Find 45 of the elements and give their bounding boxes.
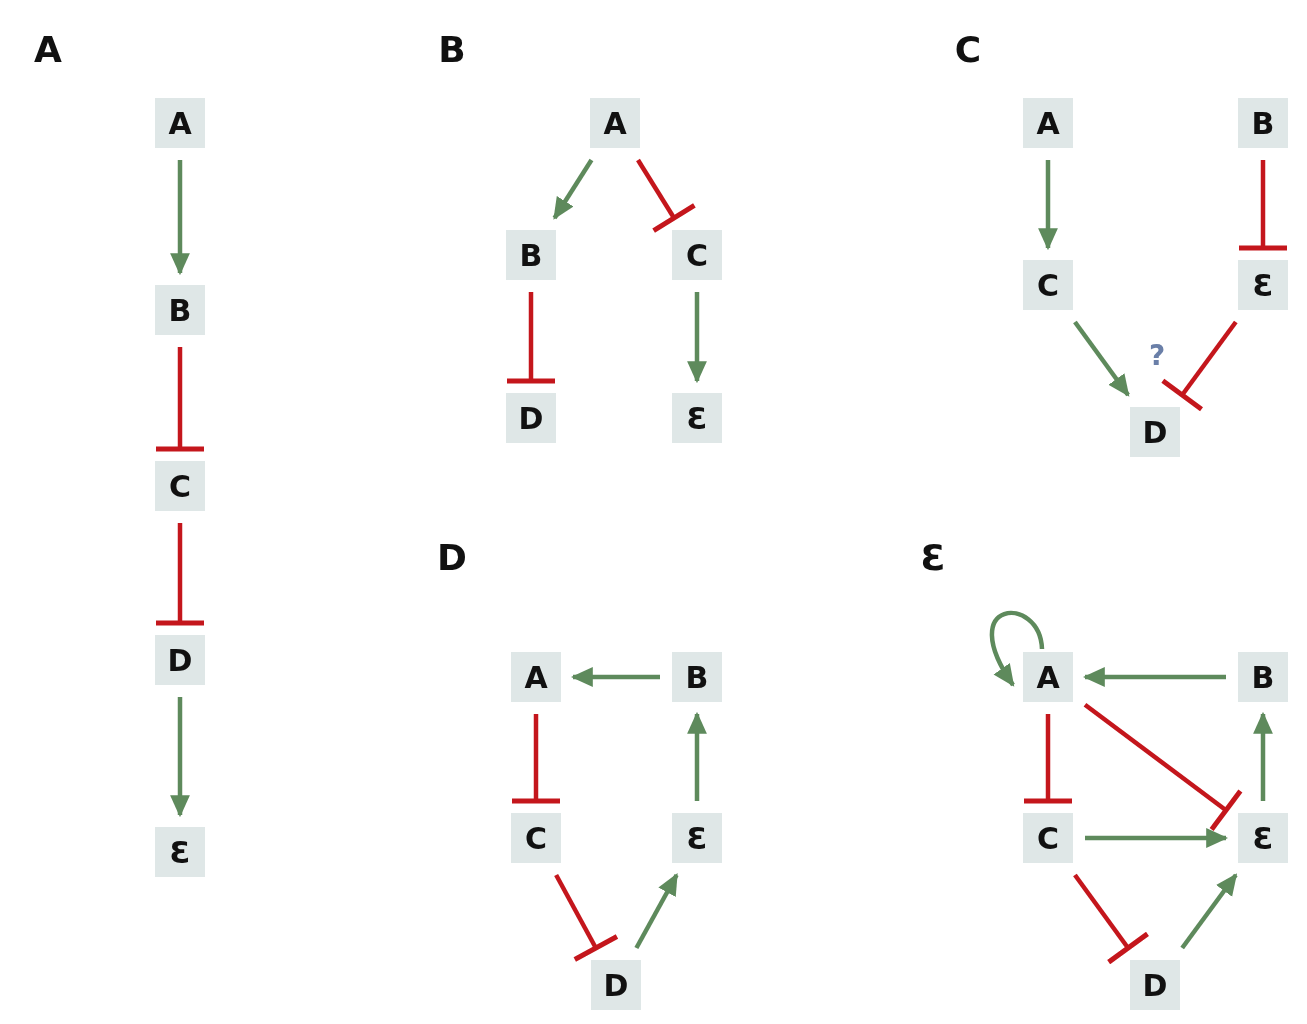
panel-label: Ɛ <box>920 540 946 576</box>
activation-arrow <box>170 160 190 276</box>
activation-arrow <box>1038 160 1058 251</box>
node-box: C <box>1023 260 1073 310</box>
panel-label: D <box>437 540 467 576</box>
node-box: B <box>155 285 205 335</box>
node-box: Ɛ <box>155 827 205 877</box>
node-box: A <box>511 652 561 702</box>
node-box: B <box>672 652 722 702</box>
node-box: C <box>155 461 205 511</box>
node-box: B <box>506 230 556 280</box>
node-box: Ɛ <box>672 813 722 863</box>
node-box: C <box>511 813 561 863</box>
node-box: D <box>1130 407 1180 457</box>
activation-arrow <box>687 711 707 801</box>
activation-arrow <box>1082 667 1226 687</box>
panel-label: A <box>34 32 62 68</box>
node-box: A <box>590 98 640 148</box>
node-box: C <box>1023 813 1073 863</box>
node-box: D <box>155 635 205 685</box>
node-box: B <box>1238 652 1288 702</box>
node-box: Ɛ <box>1238 260 1288 310</box>
activation-arrow <box>170 697 190 818</box>
panel-label: B <box>438 32 466 68</box>
activation-arrow <box>1085 828 1229 848</box>
question-mark: ? <box>1148 342 1166 370</box>
activation-arrow <box>1073 320 1130 397</box>
activation-arrow <box>1180 873 1238 950</box>
node-box: B <box>1238 98 1288 148</box>
activation-arrow <box>687 292 707 384</box>
node-box: C <box>672 230 722 280</box>
node-box: D <box>1130 960 1180 1010</box>
node-box: A <box>155 98 205 148</box>
node-box: Ɛ <box>1238 813 1288 863</box>
activation-arrow <box>552 158 594 220</box>
panel-label: C <box>954 32 982 68</box>
activation-arrow <box>570 667 660 687</box>
activation-arrow <box>634 873 679 950</box>
node-box: D <box>506 393 556 443</box>
self-loop-arrow <box>989 610 1045 687</box>
activation-arrow <box>1253 711 1273 801</box>
node-box: A <box>1023 652 1073 702</box>
node-box: A <box>1023 98 1073 148</box>
node-box: Ɛ <box>672 393 722 443</box>
node-box: D <box>591 960 641 1010</box>
